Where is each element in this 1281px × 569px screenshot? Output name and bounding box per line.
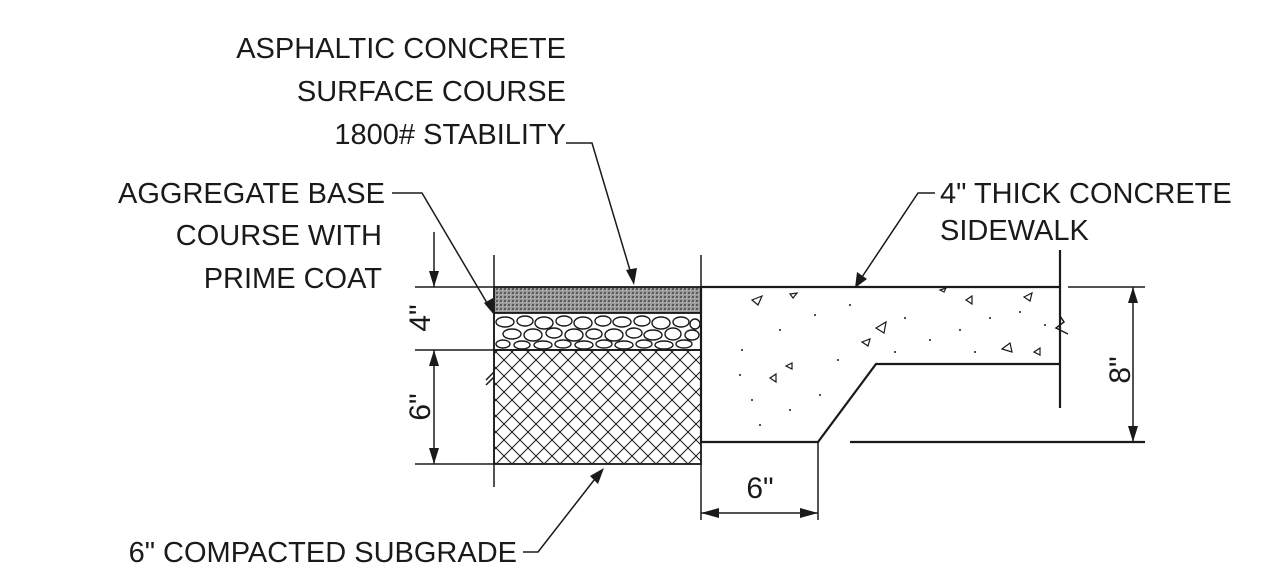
aggregate-label-line1: AGGREGATE BASE (118, 178, 385, 210)
compacted-subgrade-layer (493, 349, 702, 465)
asphalt-label-line3: 1800# STABILITY (334, 119, 566, 151)
asphalt-label-line1: ASPHALTIC CONCRETE (236, 33, 566, 65)
concrete-sidewalk (699, 250, 1069, 444)
break-mark (485, 371, 495, 386)
aggregate-label-line3: PRIME COAT (204, 263, 383, 295)
aggregate-label-line2: COURSE WITH (176, 220, 382, 252)
asphalt-surface-layer (493, 286, 702, 314)
leader-lines (392, 142, 935, 553)
dim-curb-depth: 8" (1104, 356, 1137, 383)
left-dimension (415, 232, 494, 465)
dim-base-thickness: 4" (404, 304, 437, 331)
asphalt-label-line2: SURFACE COURSE (297, 76, 566, 108)
dim-subgrade-thickness: 6" (404, 393, 437, 420)
dim-curb-width: 6" (746, 472, 773, 505)
sidewalk-label-line1: 4" THICK CONCRETE (940, 178, 1232, 210)
sidewalk-label-line2: SIDEWALK (940, 215, 1089, 247)
aggregate-base-layer (493, 312, 702, 351)
subgrade-label: 6" COMPACTED SUBGRADE (129, 537, 517, 569)
right-dimension (1068, 286, 1145, 442)
bottom-dimension (701, 508, 818, 518)
